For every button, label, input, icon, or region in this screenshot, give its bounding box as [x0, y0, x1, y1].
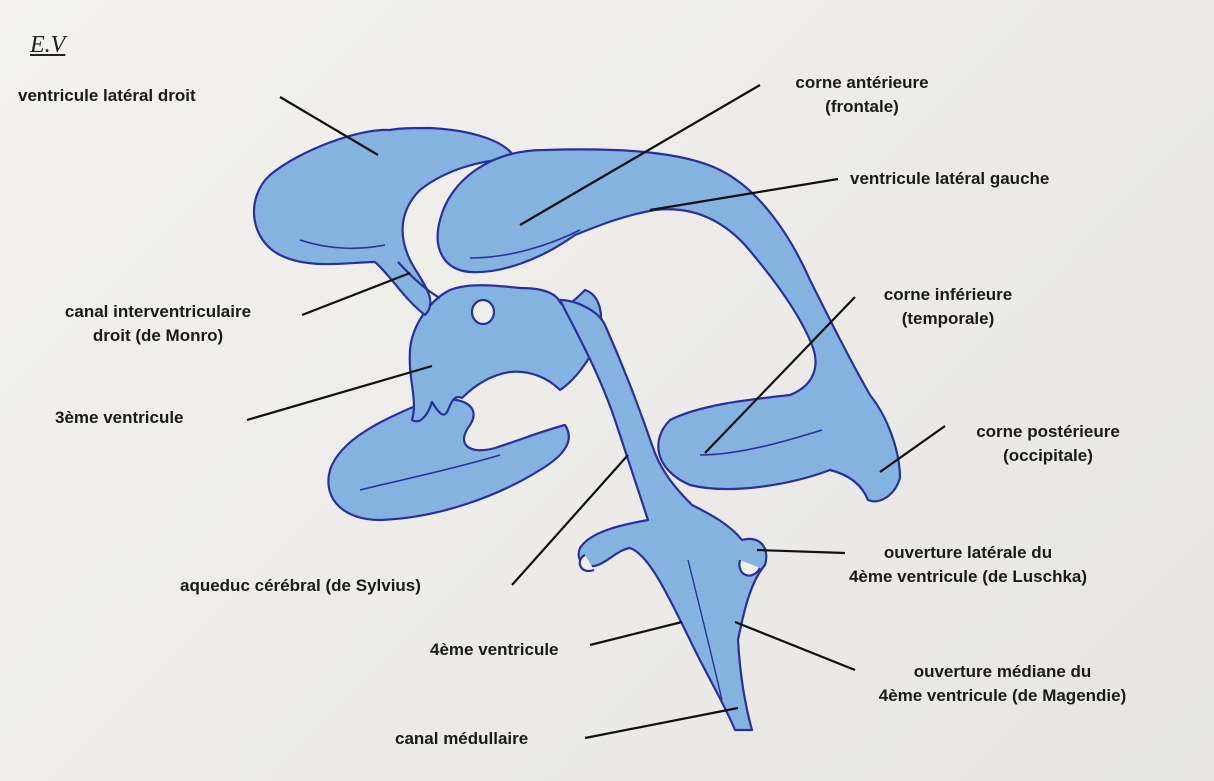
label-text: canal médullaire — [395, 727, 528, 751]
label-ventricule-lateral-gauche: ventricule latéral gauche — [850, 167, 1049, 191]
label-text-line1: corne inférieure — [858, 283, 1038, 307]
author-signature: E.V — [30, 32, 65, 59]
label-ouverture-mediane: ouverture médiane du 4ème ventricule (de… — [835, 660, 1170, 708]
label-text: 3ème ventricule — [55, 406, 184, 430]
left-temporal-horn — [328, 399, 568, 520]
label-corne-posterieure: corne postérieure (occipitale) — [948, 420, 1148, 468]
label-troisieme-ventricule: 3ème ventricule — [55, 406, 184, 430]
label-corne-anterieure: corne antérieure (frontale) — [762, 71, 962, 119]
label-text: ventricule latéral gauche — [850, 167, 1049, 191]
label-text: aqueduc cérébral (de Sylvius) — [180, 574, 421, 598]
label-text-line2: 4ème ventricule (de Luschka) — [808, 565, 1128, 589]
label-text-line1: ouverture médiane du — [835, 660, 1170, 684]
label-aqueduc: aqueduc cérébral (de Sylvius) — [180, 574, 421, 598]
label-text-line1: canal interventriculaire — [18, 300, 298, 324]
label-text-line1: corne antérieure — [762, 71, 962, 95]
label-text: ventricule latéral droit — [18, 84, 196, 108]
label-text-line1: ouverture latérale du — [808, 541, 1128, 565]
label-ventricule-lateral-droit: ventricule latéral droit — [18, 84, 196, 108]
label-text-line2: (temporale) — [858, 307, 1038, 331]
interthalamic-adhesion-hole — [472, 300, 494, 324]
label-corne-inferieure: corne inférieure (temporale) — [858, 283, 1038, 331]
label-ouverture-laterale: ouverture latérale du 4ème ventricule (d… — [808, 541, 1128, 589]
label-canal-interventriculaire: canal interventriculaire droit (de Monro… — [18, 300, 298, 348]
ventricles-drawing — [254, 128, 900, 730]
aqueduct-and-fourth-ventricle — [560, 300, 766, 730]
label-text-line2: (occipitale) — [948, 444, 1148, 468]
label-text-line2: droit (de Monro) — [18, 324, 298, 348]
label-canal-medullaire: canal médullaire — [395, 727, 528, 751]
leader-quatrieme-ventricule — [590, 622, 682, 645]
label-text-line2: 4ème ventricule (de Magendie) — [835, 684, 1170, 708]
leader-canal-interventriculaire — [302, 273, 410, 315]
label-text-line2: (frontale) — [762, 95, 962, 119]
label-text: 4ème ventricule — [430, 638, 559, 662]
leader-canal-medullaire — [585, 708, 738, 738]
label-quatrieme-ventricule: 4ème ventricule — [430, 638, 559, 662]
label-text-line1: corne postérieure — [948, 420, 1148, 444]
